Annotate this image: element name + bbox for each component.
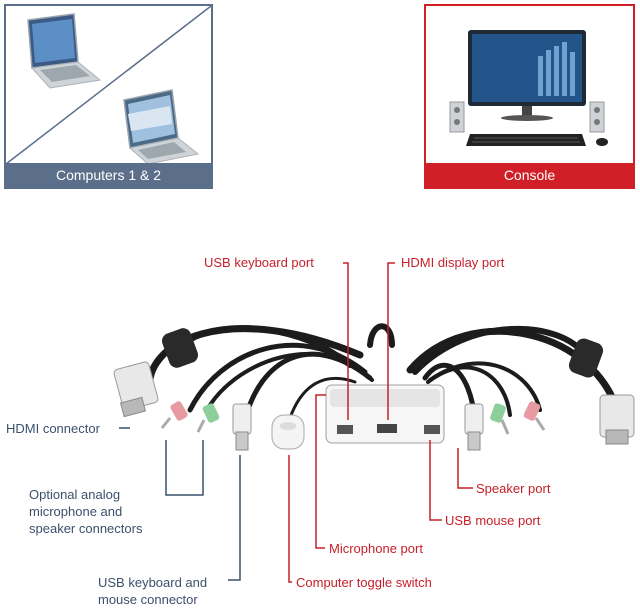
laptop-2-icon — [123, 89, 200, 165]
laptops-illustration — [6, 6, 211, 165]
label-optional-analog-2: microphone and — [29, 504, 123, 519]
audio-jack-green-left — [196, 403, 220, 433]
hdmi-plug-left — [113, 361, 159, 418]
label-usb-keyboard-port: USB keyboard port — [204, 255, 314, 270]
label-usb-mouse-port: USB mouse port — [445, 513, 541, 528]
label-hdmi-connector: HDMI connector — [6, 421, 100, 436]
audio-jack-pink-right — [523, 401, 546, 431]
monitor-icon — [468, 30, 586, 121]
laptop-1-icon — [27, 13, 102, 89]
audio-jack-green-right — [490, 403, 510, 435]
speaker-left-icon — [449, 101, 465, 133]
mouse-icon — [596, 138, 608, 146]
label-optional-analog-3: speaker connectors — [29, 521, 143, 536]
ferrite-right — [568, 338, 604, 378]
kvm-switch-box — [325, 384, 445, 444]
label-usb-kb-mouse-2: mouse connector — [98, 592, 198, 607]
label-speaker-port: Speaker port — [476, 481, 551, 496]
ferrite-left — [162, 328, 198, 368]
speaker-right-icon — [589, 101, 605, 133]
computers-caption: Computers 1 & 2 — [6, 163, 211, 187]
usb-plug-right — [464, 403, 484, 451]
keyboard-icon — [466, 134, 586, 146]
usb-plug-left — [232, 403, 252, 451]
audio-jack-pink-left — [160, 401, 188, 429]
hdmi-plug-right — [599, 394, 635, 445]
label-microphone-port: Microphone port — [329, 541, 423, 556]
console-caption: Console — [426, 163, 633, 187]
computers-panel: Computers 1 & 2 — [4, 4, 213, 189]
console-panel: Console — [424, 4, 635, 189]
console-illustration — [449, 30, 608, 146]
toggle-switch-remote — [271, 414, 305, 450]
label-hdmi-display-port: HDMI display port — [401, 255, 505, 270]
label-usb-kb-mouse-1: USB keyboard and — [98, 575, 208, 590]
label-optional-analog-1: Optional analog — [29, 487, 121, 502]
label-computer-toggle-switch: Computer toggle switch — [296, 575, 432, 590]
